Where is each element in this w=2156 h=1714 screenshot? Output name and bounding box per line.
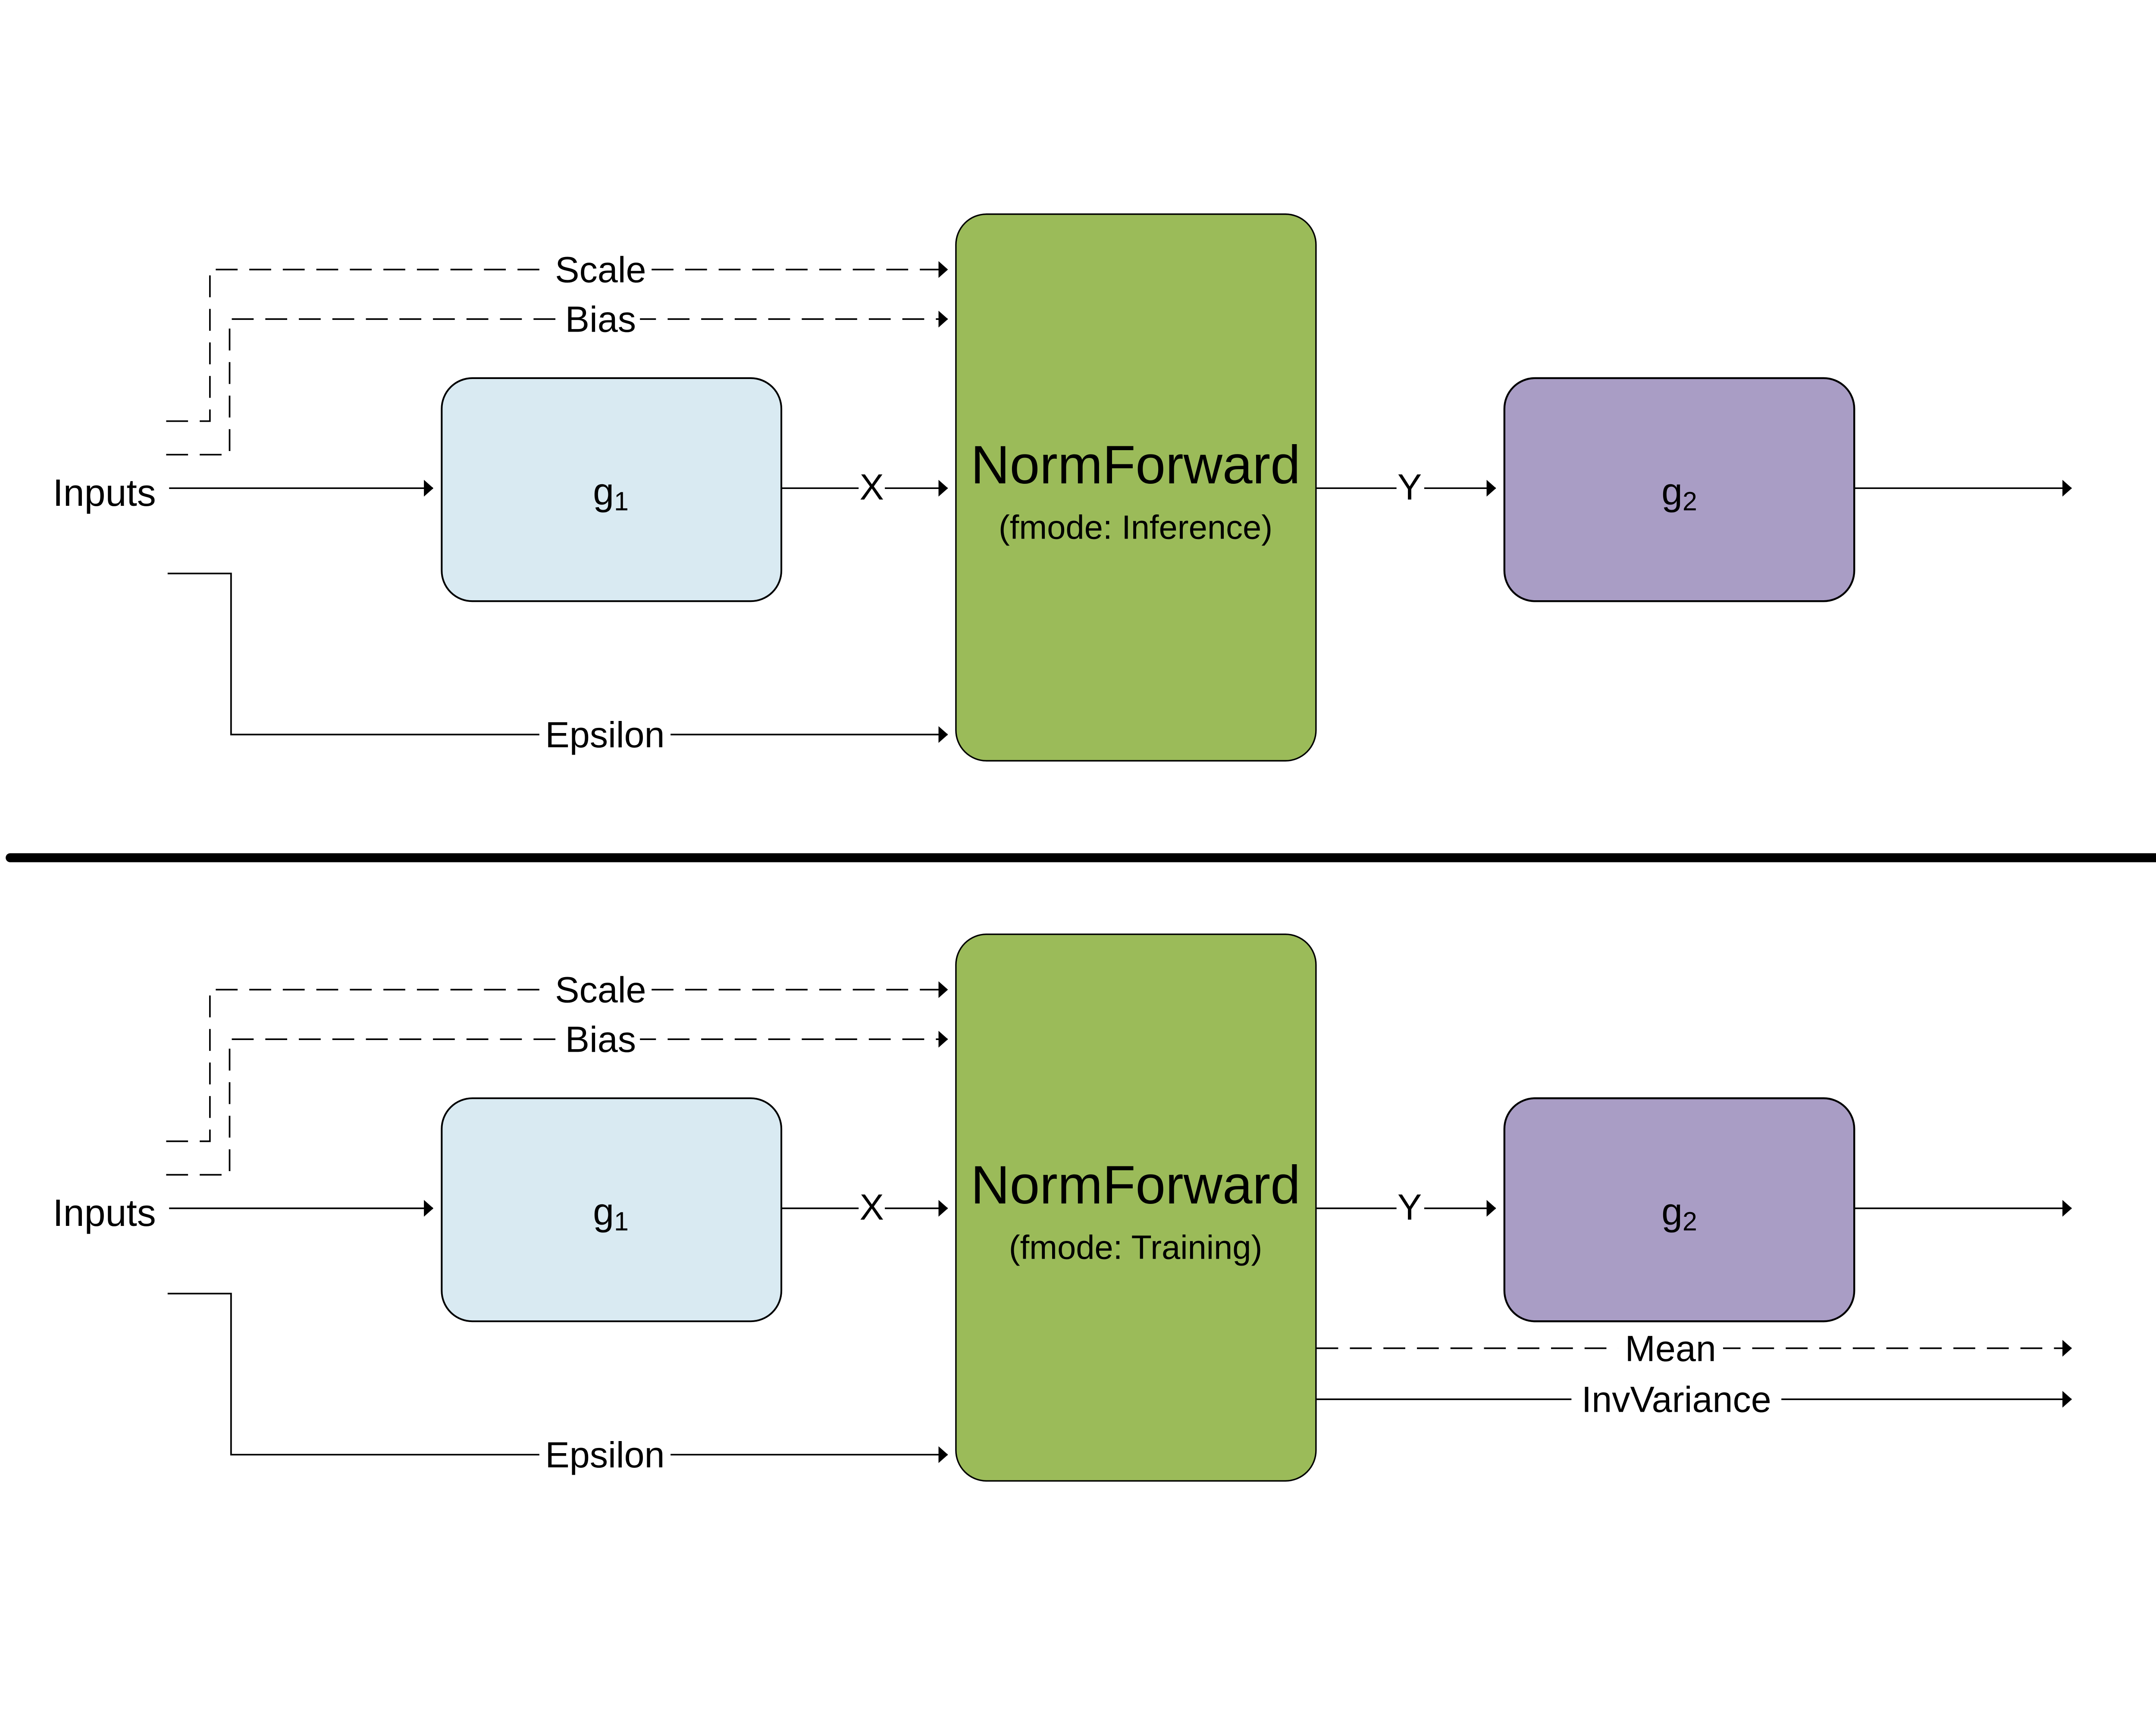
epsilon-label: Epsilon <box>545 714 664 755</box>
scale-label: Scale <box>555 969 646 1010</box>
epsilon-label: Epsilon <box>545 1434 664 1475</box>
epsilon-label-bg <box>539 717 671 752</box>
y-label-bg <box>1396 469 1424 506</box>
y-label: Y <box>1398 1186 1422 1227</box>
bias-label: Bias <box>565 1019 636 1060</box>
diagram-inference: Inputs Scale Bias Epsilon X Y g1 g2 Norm… <box>53 213 2072 762</box>
x-label: X <box>859 466 884 507</box>
epsilon-label-bg <box>539 1437 671 1473</box>
normforward-title: NormForward <box>971 1155 1300 1215</box>
normforward-box <box>955 213 1317 762</box>
x-label: X <box>859 1186 884 1227</box>
bias-label-bg <box>562 301 640 337</box>
g1-box <box>441 377 783 602</box>
y-label: Y <box>1398 466 1422 507</box>
invvariance-label: InvVariance <box>1582 1379 1771 1420</box>
inputs-label: Inputs <box>53 1191 156 1234</box>
g2-label: g2 <box>1661 470 1697 516</box>
bias-label-bg <box>562 1022 640 1057</box>
normforward-subtitle: (fmode: Inference) <box>999 509 1272 546</box>
inputs-label: Inputs <box>53 471 156 514</box>
mean-label-bg <box>1618 1331 1723 1366</box>
normforward-title: NormForward <box>971 435 1300 495</box>
scale-label-bg <box>551 252 650 287</box>
diagram-training: Inputs Scale Bias Epsilon X Y Mean InvVa… <box>53 933 2072 1482</box>
scale-label: Scale <box>555 249 646 290</box>
g1-label: g1 <box>593 470 629 516</box>
x-label-bg <box>859 469 885 506</box>
x-label-bg <box>859 1189 885 1226</box>
invvariance-label-bg <box>1571 1382 1782 1417</box>
scale-connector <box>166 981 948 1142</box>
bias-label: Bias <box>565 299 636 340</box>
scale-label-bg <box>551 972 650 1007</box>
normforward-box <box>955 933 1317 1482</box>
normforward-subtitle: (fmode: Training) <box>1009 1229 1263 1266</box>
g2-label: g2 <box>1661 1190 1697 1236</box>
g2-box <box>1503 377 1855 602</box>
g1-box <box>441 1097 783 1322</box>
mean-label: Mean <box>1625 1328 1716 1369</box>
scale-connector <box>166 261 948 422</box>
g2-box <box>1503 1097 1855 1322</box>
g1-label: g1 <box>593 1190 629 1236</box>
y-label-bg <box>1396 1189 1424 1226</box>
